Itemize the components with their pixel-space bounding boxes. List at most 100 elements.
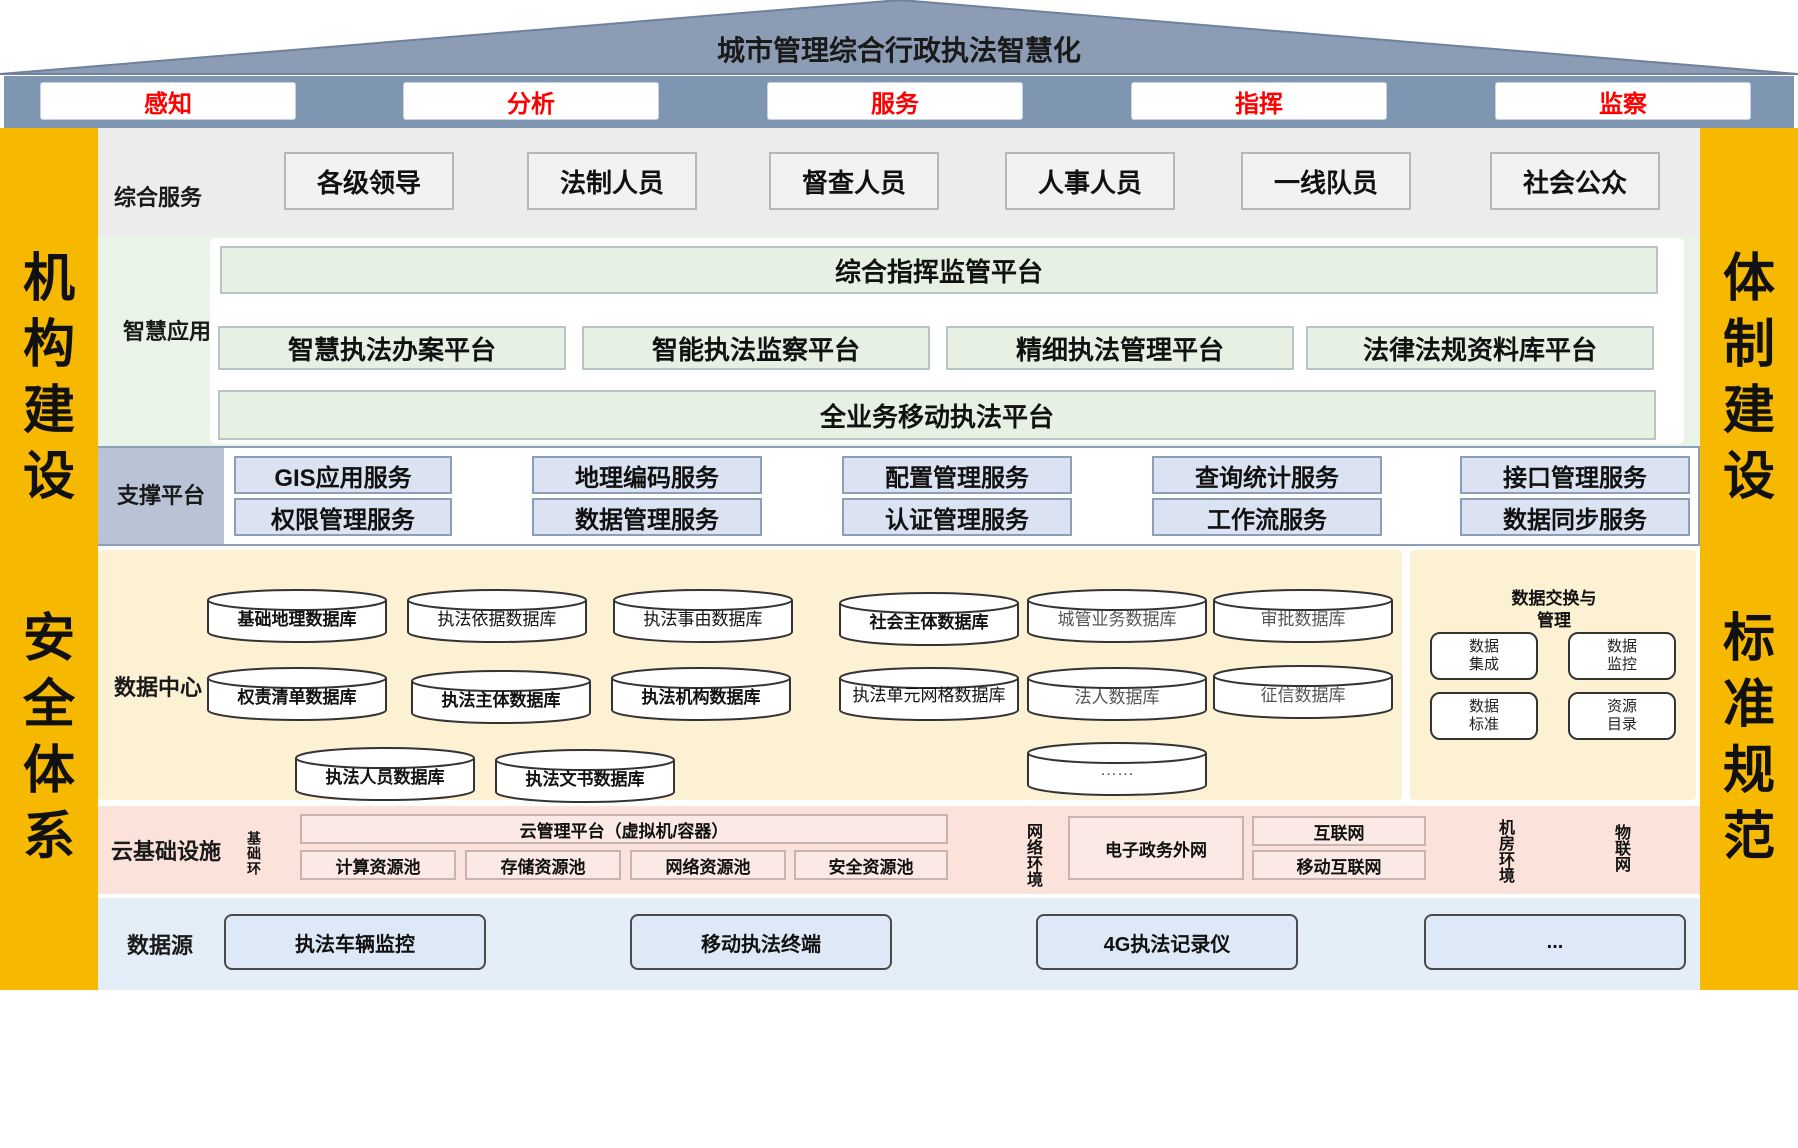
database-cylinder xyxy=(411,670,591,692)
support-label: 支撑平台 xyxy=(98,448,224,544)
role-public: 社会公众 xyxy=(1490,152,1660,210)
database-cylinder xyxy=(295,758,475,801)
db-credit: 征信数据库 xyxy=(1260,685,1346,705)
role-legal-staff: 法制人员 xyxy=(527,152,697,210)
cloud-management-platform: 云管理平台（虚拟机/容器） xyxy=(300,814,948,844)
database-cylinder xyxy=(611,678,791,721)
db-social-entity: 社会主体数据库 xyxy=(869,612,989,632)
platform-law-library: 法律法规资料库平台 xyxy=(1306,326,1654,370)
exchange-data-monitoring: 数据监控 xyxy=(1568,632,1676,680)
database-cylinder xyxy=(495,760,675,803)
pool-security: 安全资源池 xyxy=(794,850,948,880)
database-cylinder xyxy=(207,667,387,689)
data-source-label: 数据源 xyxy=(126,933,193,958)
database-cylinder xyxy=(1027,678,1207,721)
svc-geocoding: 地理编码服务 xyxy=(532,456,762,494)
svc-query-stats: 查询统计服务 xyxy=(1152,456,1382,494)
capability-perceive: 感知 xyxy=(40,82,296,120)
left-pillar: 机构建设 安全体系 xyxy=(0,128,98,990)
database-cylinder xyxy=(613,589,793,611)
db-urban-business: 城管业务数据库 xyxy=(1057,609,1177,629)
service-layer-label: 综合服务 xyxy=(113,185,202,210)
db-legal-person: 法人数据库 xyxy=(1074,687,1160,707)
roof-shape xyxy=(0,0,1798,75)
internet: 互联网 xyxy=(1252,816,1426,846)
source-mobile-terminal: 移动执法终端 xyxy=(630,914,892,970)
db-power-list: 权责清单数据库 xyxy=(237,687,357,707)
svc-config: 配置管理服务 xyxy=(842,456,1072,494)
svc-permission: 权限管理服务 xyxy=(234,498,452,536)
role-inspectors: 督查人员 xyxy=(769,152,939,210)
database-cylinder xyxy=(207,589,387,611)
database-cylinder xyxy=(611,667,791,689)
platform-case-handling: 智慧执法办案平台 xyxy=(218,326,566,370)
role-leaders: 各级领导 xyxy=(284,152,454,210)
database-cylinder xyxy=(411,681,591,724)
pool-network: 网络资源池 xyxy=(630,850,786,880)
db-approval: 审批数据库 xyxy=(1260,609,1346,629)
right-pillar: 体制建设 标准规范 xyxy=(1700,128,1798,990)
database-cylinder xyxy=(839,678,1019,721)
database-cylinder xyxy=(1213,600,1393,643)
database-cylinder xyxy=(1027,742,1207,764)
db-law-personnel: 执法人员数据库 xyxy=(325,767,445,787)
right-pillar-top-text: 体制建设 xyxy=(1722,250,1775,506)
pool-compute: 计算资源池 xyxy=(300,850,456,880)
svc-gis: GIS应用服务 xyxy=(234,456,452,494)
iot-label: 物联网 xyxy=(1612,824,1629,872)
database-cylinder xyxy=(839,603,1019,646)
cloud-label: 云基础设施 xyxy=(110,839,221,864)
svc-data-management: 数据管理服务 xyxy=(532,498,762,536)
svc-authentication: 认证管理服务 xyxy=(842,498,1072,536)
database-cylinder xyxy=(1027,753,1207,796)
db-law-basis: 执法依据数据库 xyxy=(437,609,557,629)
database-cylinder xyxy=(1213,676,1393,719)
database-cylinder xyxy=(613,600,793,643)
capability-service: 服务 xyxy=(767,82,1023,120)
db-law-subject: 执法主体数据库 xyxy=(441,690,561,710)
database-cylinder xyxy=(1027,589,1207,611)
main-title: 城市管理综合行政执法智慧化 xyxy=(716,35,1081,66)
role-hr-staff: 人事人员 xyxy=(1005,152,1175,210)
database-cylinder xyxy=(407,589,587,611)
svc-interface: 接口管理服务 xyxy=(1460,456,1690,494)
database-cylinder xyxy=(839,592,1019,614)
mobile-internet: 移动互联网 xyxy=(1252,850,1426,880)
role-frontline: 一线队员 xyxy=(1241,152,1411,210)
database-cylinder xyxy=(839,667,1019,689)
data-exchange-title: 数据交换与管理 xyxy=(1511,589,1597,630)
svc-data-sync: 数据同步服务 xyxy=(1460,498,1690,536)
database-cylinder xyxy=(1027,667,1207,689)
right-pillar-bottom-text: 标准规范 xyxy=(1722,610,1775,866)
capability-supervise: 监察 xyxy=(1495,82,1751,120)
base-env-label: 基础环 xyxy=(246,830,262,876)
source-more: ... xyxy=(1424,914,1686,970)
network-env-label: 网络环境 xyxy=(1024,823,1041,887)
exchange-data-standard: 数据标准 xyxy=(1430,692,1538,740)
exchange-resource-catalog: 资源目录 xyxy=(1568,692,1676,740)
room-env-label: 机房环境 xyxy=(1496,819,1513,883)
egov-network: 电子政务外网 xyxy=(1068,816,1244,880)
capability-analyze: 分析 xyxy=(403,82,659,120)
mobile-platform: 全业务移动执法平台 xyxy=(218,390,1656,440)
database-cylinder xyxy=(207,678,387,721)
db-law-cause: 执法事由数据库 xyxy=(643,609,763,629)
source-vehicle-monitor: 执法车辆监控 xyxy=(224,914,486,970)
platform-supervision: 智能执法监察平台 xyxy=(582,326,930,370)
data-center-label: 数据中心 xyxy=(113,675,202,700)
database-cylinder xyxy=(1213,589,1393,611)
db-law-agency: 执法机构数据库 xyxy=(641,687,761,707)
left-pillar-bottom-text: 安全体系 xyxy=(22,610,75,866)
command-platform: 综合指挥监管平台 xyxy=(220,246,1658,294)
platform-fine-management: 精细执法管理平台 xyxy=(946,326,1294,370)
db-more: …… xyxy=(1100,760,1134,779)
database-cylinder xyxy=(495,749,675,771)
pool-storage: 存储资源池 xyxy=(465,850,621,880)
capability-command: 指挥 xyxy=(1131,82,1387,120)
left-pillar-top-text: 机构建设 xyxy=(22,250,75,506)
db-law-documents: 执法文书数据库 xyxy=(525,769,645,789)
database-cylinder xyxy=(207,600,387,643)
db-basic-geo: 基础地理数据库 xyxy=(237,609,357,629)
svc-workflow: 工作流服务 xyxy=(1152,498,1382,536)
